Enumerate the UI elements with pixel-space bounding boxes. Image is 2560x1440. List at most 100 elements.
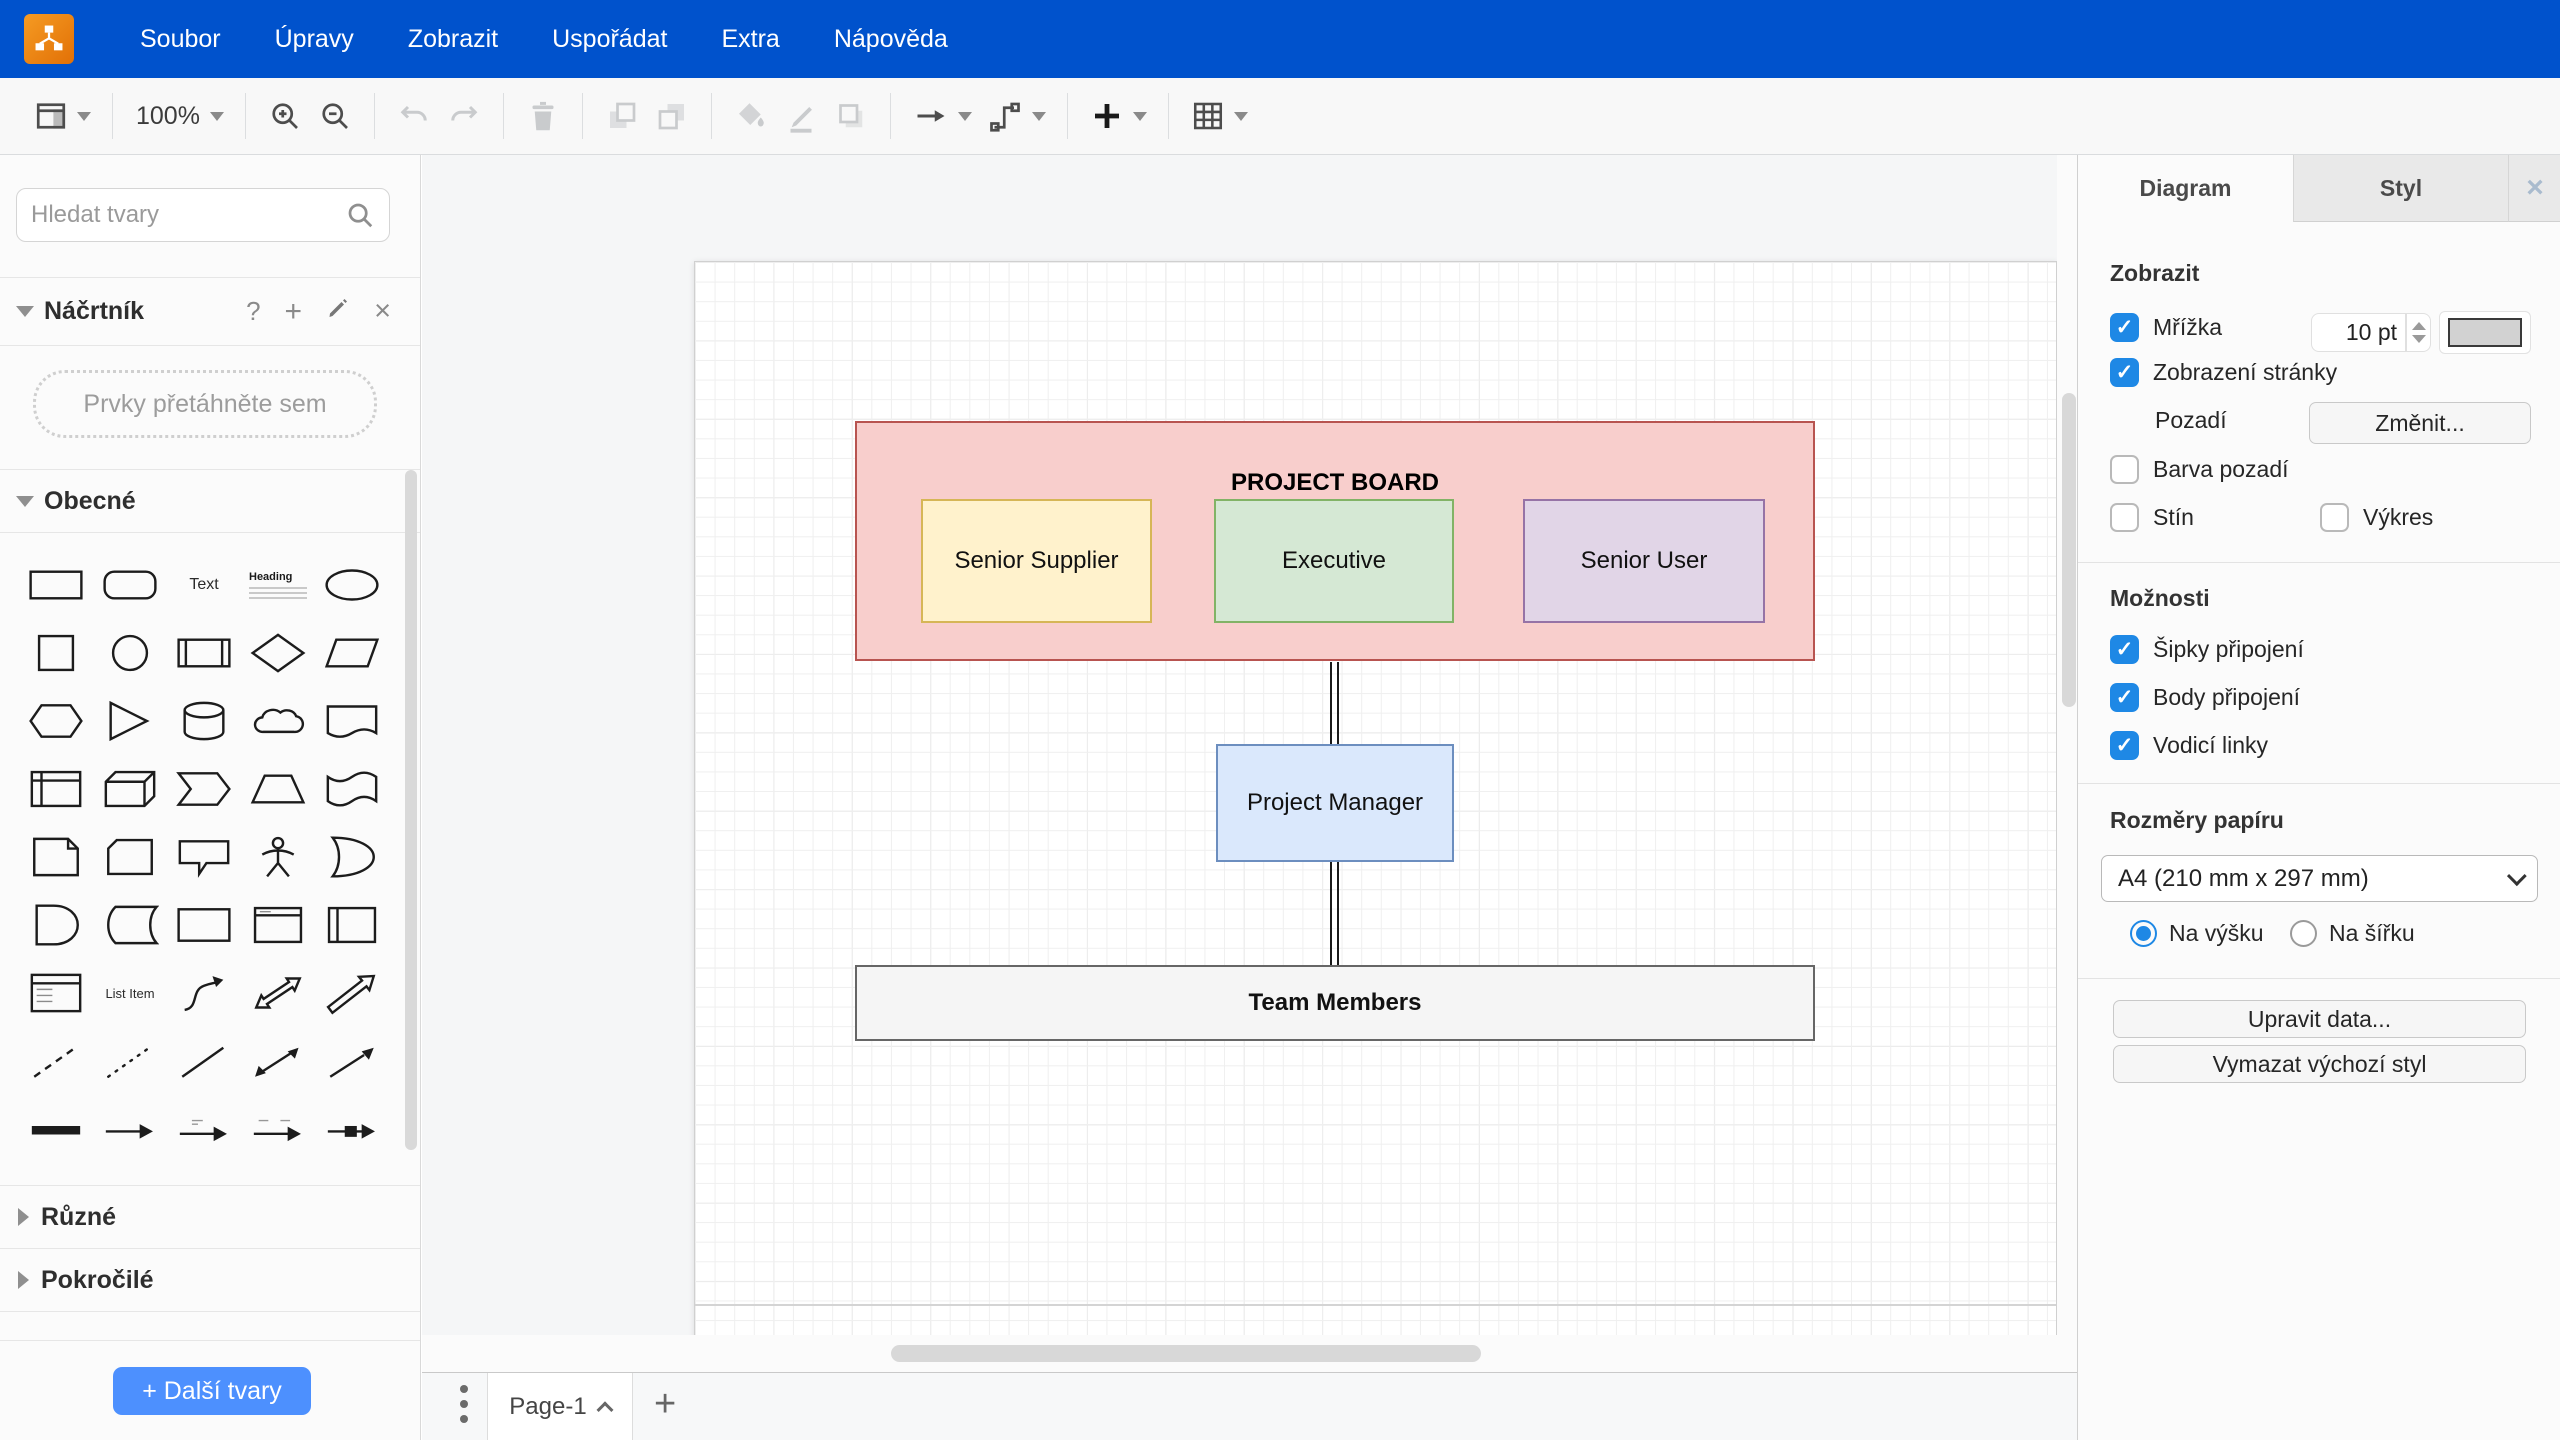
scratchpad-dropzone[interactable]: Prvky přetáhněte sem xyxy=(33,370,377,438)
shape-rectangle-icon[interactable] xyxy=(20,551,92,619)
shape-arrow-label-icon[interactable] xyxy=(168,1095,240,1163)
shape-actor-icon[interactable] xyxy=(242,823,314,891)
scratchpad-edit-icon[interactable] xyxy=(326,296,350,327)
stepper-down-icon[interactable] xyxy=(2412,335,2426,343)
node-senior-supplier[interactable]: Senior Supplier xyxy=(921,499,1152,623)
view-panels-button[interactable] xyxy=(26,92,98,140)
grid-color-button[interactable] xyxy=(2439,311,2531,354)
misc-section-header[interactable]: Různé xyxy=(0,1186,421,1248)
page-view-checkbox-row[interactable]: ✓ Zobrazení stránky xyxy=(2110,358,2337,387)
shape-diamond-icon[interactable] xyxy=(242,619,314,687)
tab-style[interactable]: Styl xyxy=(2293,155,2508,222)
scratchpad-close-icon[interactable]: × xyxy=(374,295,391,328)
shape-tape-icon[interactable] xyxy=(316,755,388,823)
node-executive[interactable]: Executive xyxy=(1214,499,1454,623)
shape-process-icon[interactable] xyxy=(168,619,240,687)
insert-button[interactable] xyxy=(1082,92,1154,140)
shape-note-icon[interactable] xyxy=(20,823,92,891)
page-tab[interactable]: Page-1 xyxy=(487,1373,633,1440)
zoom-out-button[interactable] xyxy=(310,92,360,140)
guides-row[interactable]: ✓ Vodicí linky xyxy=(2110,731,2268,760)
background-color-checkbox-row[interactable]: Barva pozadí xyxy=(2110,455,2289,484)
shape-card-icon[interactable] xyxy=(94,823,166,891)
portrait-radio-row[interactable]: Na výšku xyxy=(2130,920,2264,947)
shape-document-icon[interactable] xyxy=(316,687,388,755)
shape-search-input[interactable] xyxy=(31,201,345,229)
horizontal-scrollbar-thumb[interactable] xyxy=(891,1345,1481,1362)
shape-data-storage-icon[interactable] xyxy=(94,891,166,959)
shape-arrow-plain-icon[interactable] xyxy=(94,1095,166,1163)
shape-list-icon[interactable] xyxy=(20,959,92,1027)
menu-napoveda[interactable]: Nápověda xyxy=(812,13,970,66)
connection-points-row[interactable]: ✓ Body připojení xyxy=(2110,683,2300,712)
shape-arrow-label-2-icon[interactable] xyxy=(242,1095,314,1163)
node-team-members[interactable]: Team Members xyxy=(855,965,1815,1041)
sidebar-scrollbar-thumb[interactable] xyxy=(405,470,417,1150)
shape-callout-icon[interactable] xyxy=(168,823,240,891)
shape-hexagon-icon[interactable] xyxy=(20,687,92,755)
to-front-button[interactable] xyxy=(597,92,647,140)
page-view-checkbox[interactable]: ✓ xyxy=(2110,358,2139,387)
menu-usporadat[interactable]: Uspořádat xyxy=(530,13,689,66)
landscape-radio-row[interactable]: Na šířku xyxy=(2290,920,2415,947)
table-button[interactable] xyxy=(1183,92,1255,140)
shape-bidirectional-connector-icon[interactable] xyxy=(242,1027,314,1095)
shape-square-icon[interactable] xyxy=(20,619,92,687)
shape-list-item-icon[interactable]: List Item xyxy=(94,959,166,1027)
shadow-checkbox[interactable] xyxy=(2110,503,2139,532)
shape-curve-icon[interactable] xyxy=(168,959,240,1027)
scratchpad-add-icon[interactable]: + xyxy=(285,295,303,329)
shape-rounded-rectangle-icon[interactable] xyxy=(94,551,166,619)
menu-zobrazit[interactable]: Zobrazit xyxy=(386,13,520,66)
advanced-section-header[interactable]: Pokročilé xyxy=(0,1249,421,1311)
edge-manager-to-team[interactable] xyxy=(1330,862,1339,965)
shape-bidirectional-arrow-icon[interactable] xyxy=(242,959,314,1027)
shape-or-icon[interactable] xyxy=(316,823,388,891)
menu-upravy[interactable]: Úpravy xyxy=(253,13,376,66)
edge-board-to-manager[interactable] xyxy=(1330,662,1339,744)
landscape-radio[interactable] xyxy=(2290,920,2317,947)
clear-default-style-button[interactable]: Vymazat výchozí styl xyxy=(2113,1045,2526,1083)
pages-menu-icon[interactable] xyxy=(460,1385,468,1423)
shape-textbox-icon[interactable]: Heading xyxy=(242,551,314,619)
scratchpad-section-header[interactable]: Náčrtník ? + × xyxy=(0,278,421,345)
general-section-header[interactable]: Obecné xyxy=(0,470,421,532)
to-back-button[interactable] xyxy=(647,92,697,140)
shape-cloud-icon[interactable] xyxy=(242,687,314,755)
tab-diagram[interactable]: Diagram xyxy=(2078,155,2293,222)
shadow-checkbox-row[interactable]: Stín xyxy=(2110,503,2194,532)
line-color-button[interactable] xyxy=(776,92,826,140)
shape-search-box[interactable] xyxy=(16,188,390,242)
sketch-checkbox[interactable] xyxy=(2320,503,2349,532)
grid-checkbox[interactable]: ✓ xyxy=(2110,313,2139,342)
vertical-scrollbar-thumb[interactable] xyxy=(2062,393,2076,707)
shape-cylinder-icon[interactable] xyxy=(168,687,240,755)
shape-internal-storage-icon[interactable] xyxy=(20,755,92,823)
shape-arrow-icon[interactable] xyxy=(316,959,388,1027)
connection-arrows-row[interactable]: ✓ Šipky připojení xyxy=(2110,635,2304,664)
paper-size-select[interactable]: A4 (210 mm x 297 mm) xyxy=(2101,855,2538,902)
shape-dotted-line-icon[interactable] xyxy=(94,1027,166,1095)
redo-button[interactable] xyxy=(439,92,489,140)
background-color-checkbox[interactable] xyxy=(2110,455,2139,484)
add-page-button[interactable]: + xyxy=(654,1383,676,1426)
shape-text-icon[interactable]: Text xyxy=(168,551,240,619)
shape-triangle-icon[interactable] xyxy=(94,687,166,755)
portrait-radio[interactable] xyxy=(2130,920,2157,947)
close-panel-icon[interactable]: × xyxy=(2526,171,2544,205)
shape-parallelogram-icon[interactable] xyxy=(316,619,388,687)
shape-container-icon[interactable] xyxy=(168,891,240,959)
more-shapes-button[interactable]: + Další tvary xyxy=(113,1367,311,1415)
stepper-up-icon[interactable] xyxy=(2412,322,2426,330)
diagram-canvas[interactable]: PROJECT BOARD Senior Supplier Executive … xyxy=(422,155,2077,1372)
waypoint-style-button[interactable] xyxy=(979,92,1053,140)
shape-frame-icon[interactable] xyxy=(242,891,314,959)
shape-ellipse-icon[interactable] xyxy=(316,551,388,619)
shape-cube-icon[interactable] xyxy=(94,755,166,823)
shape-and-icon[interactable] xyxy=(20,891,92,959)
scratchpad-help-icon[interactable]: ? xyxy=(246,296,260,327)
connection-arrows-checkbox[interactable]: ✓ xyxy=(2110,635,2139,664)
shape-step-icon[interactable] xyxy=(168,755,240,823)
change-background-button[interactable]: Změnit... xyxy=(2309,402,2531,444)
shape-dashed-line-icon[interactable] xyxy=(20,1027,92,1095)
